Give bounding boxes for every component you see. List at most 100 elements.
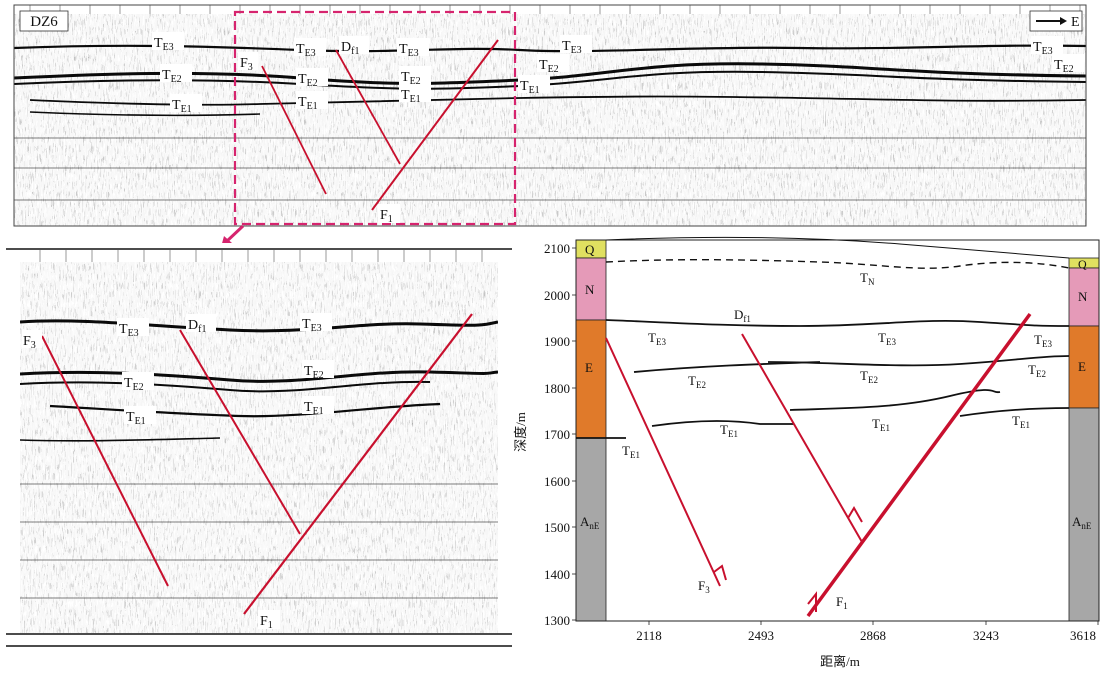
svg-text:TE1: TE1 [401, 88, 421, 105]
section-plot-frame [575, 239, 1100, 622]
ov-label-te1-a: TE1 [170, 94, 202, 115]
left-col-e [575, 319, 607, 439]
section-label-te1-c: TE1 [872, 416, 890, 433]
section-label-tn: TN [860, 270, 875, 287]
y-tick-2000: 2000 [544, 288, 570, 303]
overview-tick-strip [14, 5, 1086, 14]
svg-text:TE3: TE3 [119, 322, 139, 339]
zoom-tick-marks [39, 250, 483, 262]
section-label-ane-left: AnE [580, 514, 600, 531]
y-tick-1600: 1600 [544, 474, 570, 489]
zm-label-te2-a: TE2 [122, 372, 154, 393]
svg-text:TE2: TE2 [304, 364, 324, 381]
zm-label-te3-b: TE3 [300, 313, 332, 334]
y-axis: 2100 2000 1900 1800 1700 1600 1500 1400 … [513, 241, 576, 628]
section-label-df1: Df1 [734, 307, 751, 324]
svg-text:TE1: TE1 [298, 95, 318, 112]
section-fault-f1-arrow-icon [807, 591, 817, 612]
zoom-noise [20, 262, 498, 633]
ov-label-te3-d: TE3 [560, 35, 592, 56]
section-label-f3: F3 [698, 578, 710, 595]
zm-label-te1-b: TE1 [302, 396, 334, 417]
svg-text:TE2: TE2 [162, 68, 182, 85]
y-tick-1300: 1300 [544, 613, 570, 628]
te1-horizon-line-mid [651, 420, 794, 427]
zm-label-te1-a: TE1 [124, 406, 156, 427]
y-tick-1400: 1400 [544, 567, 570, 582]
te3-horizon-line [605, 319, 1070, 327]
svg-text:F1: F1 [380, 208, 393, 225]
section-label-ane-right: AnE [1072, 514, 1092, 531]
profile-name: DZ6 [30, 14, 58, 30]
overview-fault-df1-line [335, 49, 401, 165]
x-axis: 2118 2493 2868 3243 3618 距离/m [636, 621, 1099, 669]
section-label-te1-a: TE1 [622, 443, 640, 460]
overview-tick-marks [29, 5, 1081, 14]
y-tick-1900: 1900 [544, 334, 570, 349]
section-fault-f3-arrow-icon [713, 564, 727, 581]
svg-text:TE3: TE3 [296, 42, 316, 59]
overview-fault-f3-line [261, 65, 327, 195]
zoom-reflectors [20, 319, 498, 599]
right-col-e [1068, 325, 1100, 409]
profile-name-box [19, 10, 69, 32]
ov-label-te3-b: TE3 [294, 38, 326, 59]
left-col-ane [575, 437, 607, 622]
ov-label-te2-c: TE2 [399, 66, 431, 87]
te2-horizon-line-east [767, 355, 1070, 367]
section-label-n-left: N [585, 282, 595, 297]
y-axis-label: 深度/m [513, 412, 528, 452]
ov-label-f1: F1 [378, 204, 400, 225]
section-label-te2-c: TE2 [1028, 362, 1046, 379]
y-tick-1800: 1800 [544, 381, 570, 396]
zoom-arrow-icon [224, 224, 245, 244]
seismic-panel-zoom: F3 TE3 Df1 TE3 TE2 TE2 TE1 TE1 F1 [6, 243, 512, 647]
seismic-panel-overview: DZ6 E TE3 TE2 TE1 F3 TE3 Df1 TE3 TE2 TE2… [13, 4, 1087, 227]
svg-text:TE2: TE2 [298, 72, 318, 89]
ov-label-df1: Df1 [339, 36, 369, 57]
svg-text:TE3: TE3 [302, 317, 322, 334]
section-label-te3-a: TE3 [648, 330, 666, 347]
x-tick-2493: 2493 [748, 628, 774, 643]
y-tick-1700: 1700 [544, 427, 570, 442]
section-label-f1: F1 [836, 594, 848, 611]
overview-reflectors [14, 44, 1086, 201]
ground-surface-line [605, 236, 1070, 259]
section-fault-f1-line [806, 312, 1032, 618]
ov-label-te2-a: TE2 [160, 64, 192, 85]
zm-label-te3-a: TE3 [117, 318, 149, 339]
section-fault-df1-arrow-icon [847, 506, 863, 523]
ov-label-te1-c: TE1 [399, 84, 431, 105]
left-col-n [575, 257, 607, 321]
zoom-fault-df1-line [179, 329, 301, 535]
zm-label-f1: F1 [258, 610, 280, 631]
ov-label-f3: F3 [238, 52, 258, 73]
svg-text:TE3: TE3 [562, 39, 582, 56]
section-fault-f3-line [605, 337, 721, 587]
tn-horizon-line [605, 258, 1070, 269]
section-label-te3-b: TE3 [878, 330, 896, 347]
te1-horizon-line-far-east [959, 407, 1070, 417]
section-label-te2-b: TE2 [860, 368, 878, 385]
ov-label-te3-c: TE3 [397, 38, 429, 59]
zoom-frame [233, 10, 517, 226]
y-tick-1500: 1500 [544, 520, 570, 535]
svg-text:TE1: TE1 [304, 400, 324, 417]
overview-faults [261, 39, 499, 211]
te2-horizon-line-west [633, 361, 821, 373]
x-tick-3243: 3243 [973, 628, 999, 643]
ov-label-te1-d: TE1 [518, 75, 550, 96]
zm-label-df1: Df1 [186, 314, 216, 335]
section-label-n-right: N [1078, 289, 1088, 304]
svg-text:F1: F1 [260, 614, 273, 631]
section-label-e-right: E [1078, 359, 1086, 374]
svg-text:TE2: TE2 [1054, 58, 1074, 75]
ov-label-te3-e: TE3 [1031, 36, 1063, 57]
ov-label-te2-e: TE2 [1052, 54, 1084, 75]
direction-arrowhead-icon [1060, 17, 1067, 25]
svg-text:TE1: TE1 [172, 98, 192, 115]
svg-text:TE2: TE2 [401, 70, 421, 87]
section-label-te1-d: TE1 [1012, 413, 1030, 430]
section-label-te3-c: TE3 [1034, 332, 1052, 349]
